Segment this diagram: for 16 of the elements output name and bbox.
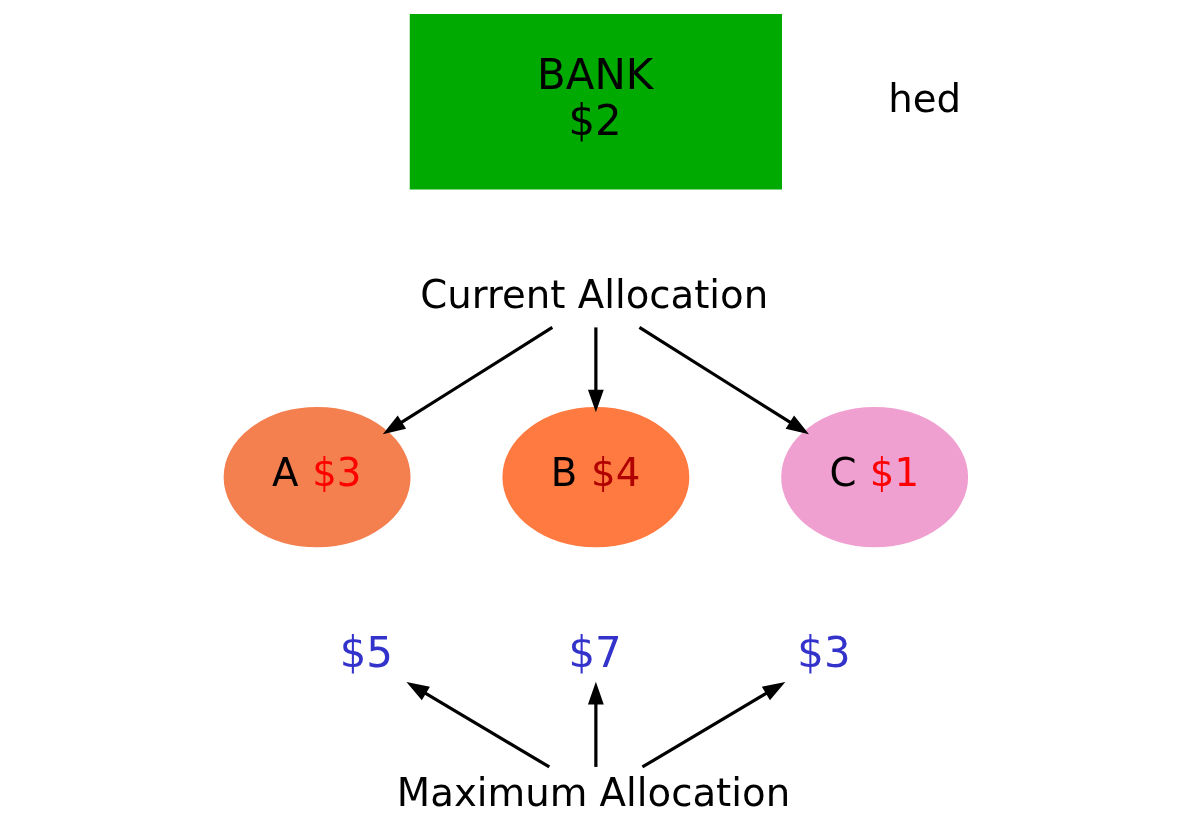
node-ellipse: A $3 xyxy=(223,407,411,548)
arrow xyxy=(382,326,554,435)
arrow xyxy=(641,681,786,769)
node-text: Maximum Allocation xyxy=(396,770,791,816)
node-ellipse: C $1 xyxy=(781,407,969,548)
node-text: $7 xyxy=(568,628,622,678)
node-text: Current Allocation xyxy=(420,272,769,318)
node-text: $3 xyxy=(797,628,851,678)
node-text: $5 xyxy=(339,628,393,678)
node-ellipse: B $4 xyxy=(502,407,690,548)
arrow xyxy=(587,681,604,767)
arrow xyxy=(587,327,604,413)
label: hed xyxy=(888,75,962,121)
node-box: BANK $2 xyxy=(409,13,782,190)
arrow xyxy=(638,326,809,435)
arrow xyxy=(406,681,551,769)
